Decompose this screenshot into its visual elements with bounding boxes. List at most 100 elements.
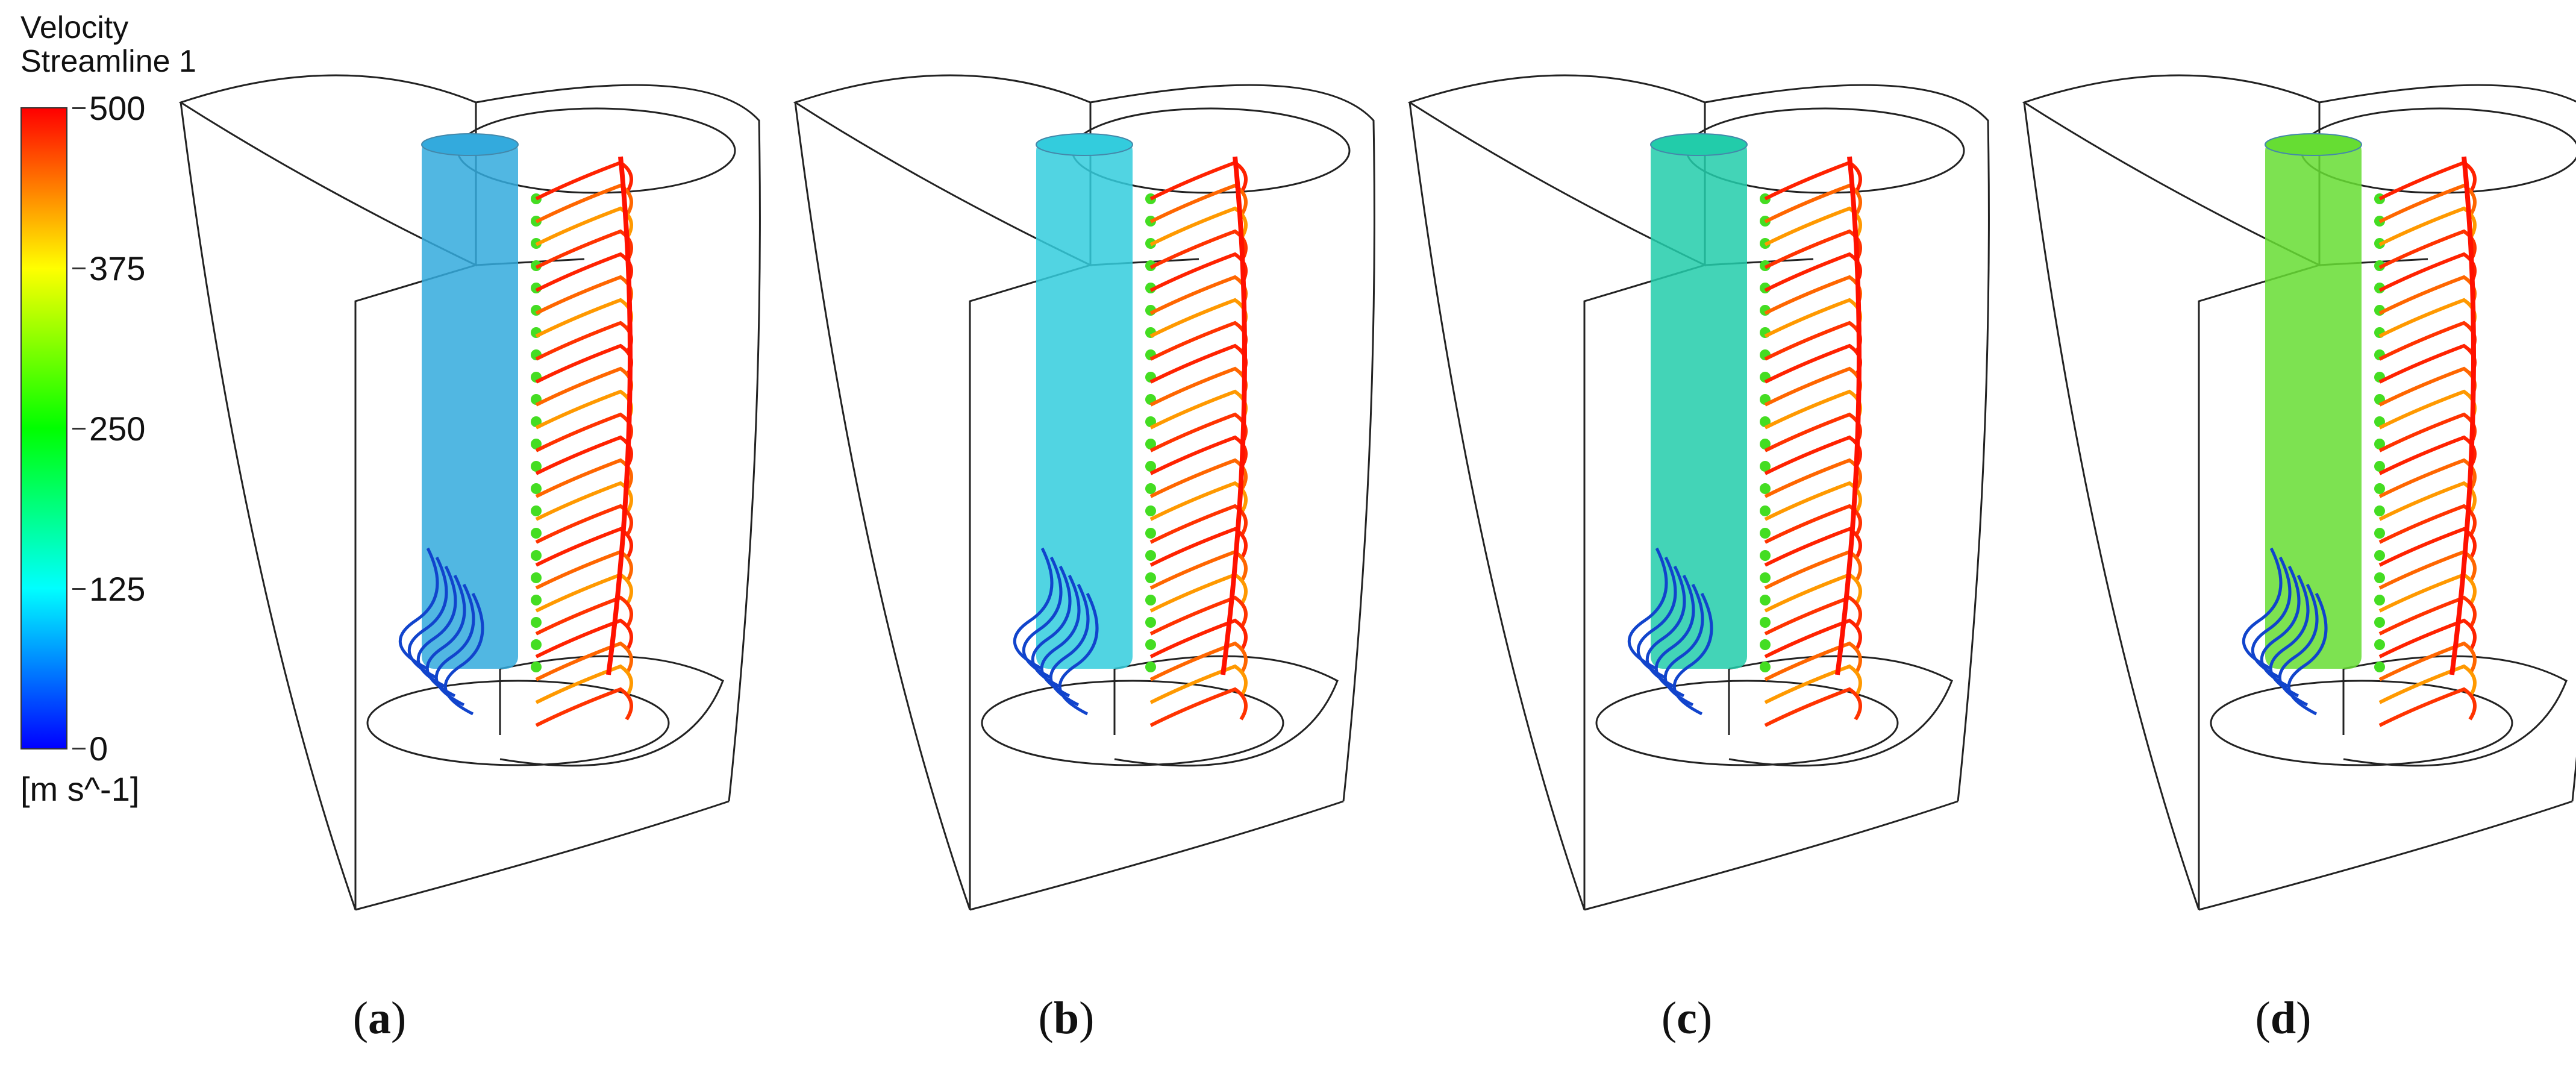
streamline <box>1031 565 1072 689</box>
panel-caption-b: (b) <box>1038 993 1095 1044</box>
jet-column-top <box>1036 133 1133 156</box>
domain-edge <box>1408 102 1586 910</box>
streamline-panel-b <box>777 36 1392 952</box>
streamline <box>1654 574 1695 698</box>
domain-edge <box>1704 84 1990 802</box>
streamline <box>2278 583 2319 707</box>
colorbar-tick-label: 250 <box>89 410 146 448</box>
domain-edge <box>475 84 761 802</box>
streamline <box>2287 592 2328 716</box>
injection-point <box>1145 528 1156 539</box>
colorbar-tick <box>72 428 86 430</box>
streamline <box>1672 592 1713 716</box>
streamline <box>1149 527 1248 567</box>
injection-point <box>1760 572 1771 583</box>
streamline <box>2378 183 2477 224</box>
injection-point <box>2374 461 2385 472</box>
streamline <box>535 527 633 567</box>
injection-point <box>1145 483 1156 494</box>
injection-point <box>1760 595 1771 605</box>
injection-point <box>1145 662 1156 672</box>
streamline <box>535 229 633 269</box>
colorbar-tick <box>72 268 86 269</box>
panel-caption-c: (c) <box>1661 993 1713 1044</box>
bottom-ellipse <box>2210 680 2513 766</box>
panel-caption-d: (d) <box>2255 993 2312 1044</box>
streamline-panel-d <box>2006 36 2576 952</box>
streamline <box>1835 156 1862 675</box>
injection-point <box>531 617 542 628</box>
streamline <box>1764 412 1862 452</box>
streamline <box>1149 504 1248 544</box>
injection-point <box>2374 572 2385 583</box>
jet-column <box>1036 139 1133 669</box>
legend-title: Velocity Streamline 1 <box>20 11 196 78</box>
streamline <box>425 574 466 698</box>
injection-point <box>1145 505 1156 516</box>
domain-edge <box>1090 84 1375 802</box>
streamline <box>1058 592 1099 716</box>
injection-point <box>1760 439 1771 449</box>
streamline <box>416 565 457 689</box>
injection-point <box>2374 595 2385 605</box>
jet-column <box>1651 139 1747 669</box>
streamline <box>2378 412 2477 452</box>
injection-point <box>1760 483 1771 494</box>
streamline <box>1627 547 1668 671</box>
streamline <box>2378 435 2477 475</box>
jet-column-top <box>2265 133 2362 156</box>
injection-point <box>531 505 542 516</box>
injection-point <box>531 528 542 539</box>
streamline <box>1764 160 1862 201</box>
bottom-ellipse <box>981 680 1284 766</box>
streamline <box>1149 549 1248 590</box>
streamline <box>2269 574 2310 698</box>
injection-point <box>1760 639 1771 650</box>
streamline <box>1022 556 1063 680</box>
injection-point <box>531 572 542 583</box>
streamline <box>1764 572 1862 613</box>
streamline <box>1636 556 1677 680</box>
streamline-panel-a <box>163 36 777 952</box>
streamline <box>1149 458 1248 498</box>
streamline <box>535 687 633 727</box>
injection-point <box>2374 662 2385 672</box>
domain-edge <box>180 102 357 910</box>
streamline <box>398 547 439 671</box>
injection-point <box>531 550 542 561</box>
colorbar-tick-label: 125 <box>89 570 146 608</box>
streamline <box>535 572 633 613</box>
jet-column <box>422 139 518 669</box>
streamline <box>1149 206 1248 246</box>
domain-edge <box>2023 102 2200 910</box>
streamline-view-a <box>178 74 761 911</box>
injection-point <box>531 662 542 672</box>
streamline <box>1764 687 1862 727</box>
injection-point <box>1145 595 1156 605</box>
streamline <box>1149 252 1248 292</box>
injection-point <box>1145 572 1156 583</box>
streamline <box>434 583 475 707</box>
streamline <box>535 160 633 201</box>
streamline <box>2251 556 2292 680</box>
jet-column-top <box>421 133 519 156</box>
streamline <box>535 504 633 544</box>
streamline <box>2378 595 2477 636</box>
streamline <box>1149 183 1248 224</box>
injection-point <box>531 461 542 472</box>
injection-point <box>531 595 542 605</box>
streamline-view-b <box>793 74 1375 911</box>
streamline <box>535 458 633 498</box>
streamline <box>443 592 484 716</box>
streamline <box>1040 574 1081 698</box>
streamline <box>1049 583 1090 707</box>
streamline <box>1764 183 1862 224</box>
injection-point <box>1760 617 1771 628</box>
domain-edge <box>794 102 971 910</box>
streamline <box>1764 549 1862 590</box>
injection-point <box>2374 617 2385 628</box>
domain-edge <box>2319 84 2576 802</box>
bottom-ellipse <box>366 680 670 766</box>
streamline <box>2378 687 2477 727</box>
streamline <box>1764 229 1862 269</box>
